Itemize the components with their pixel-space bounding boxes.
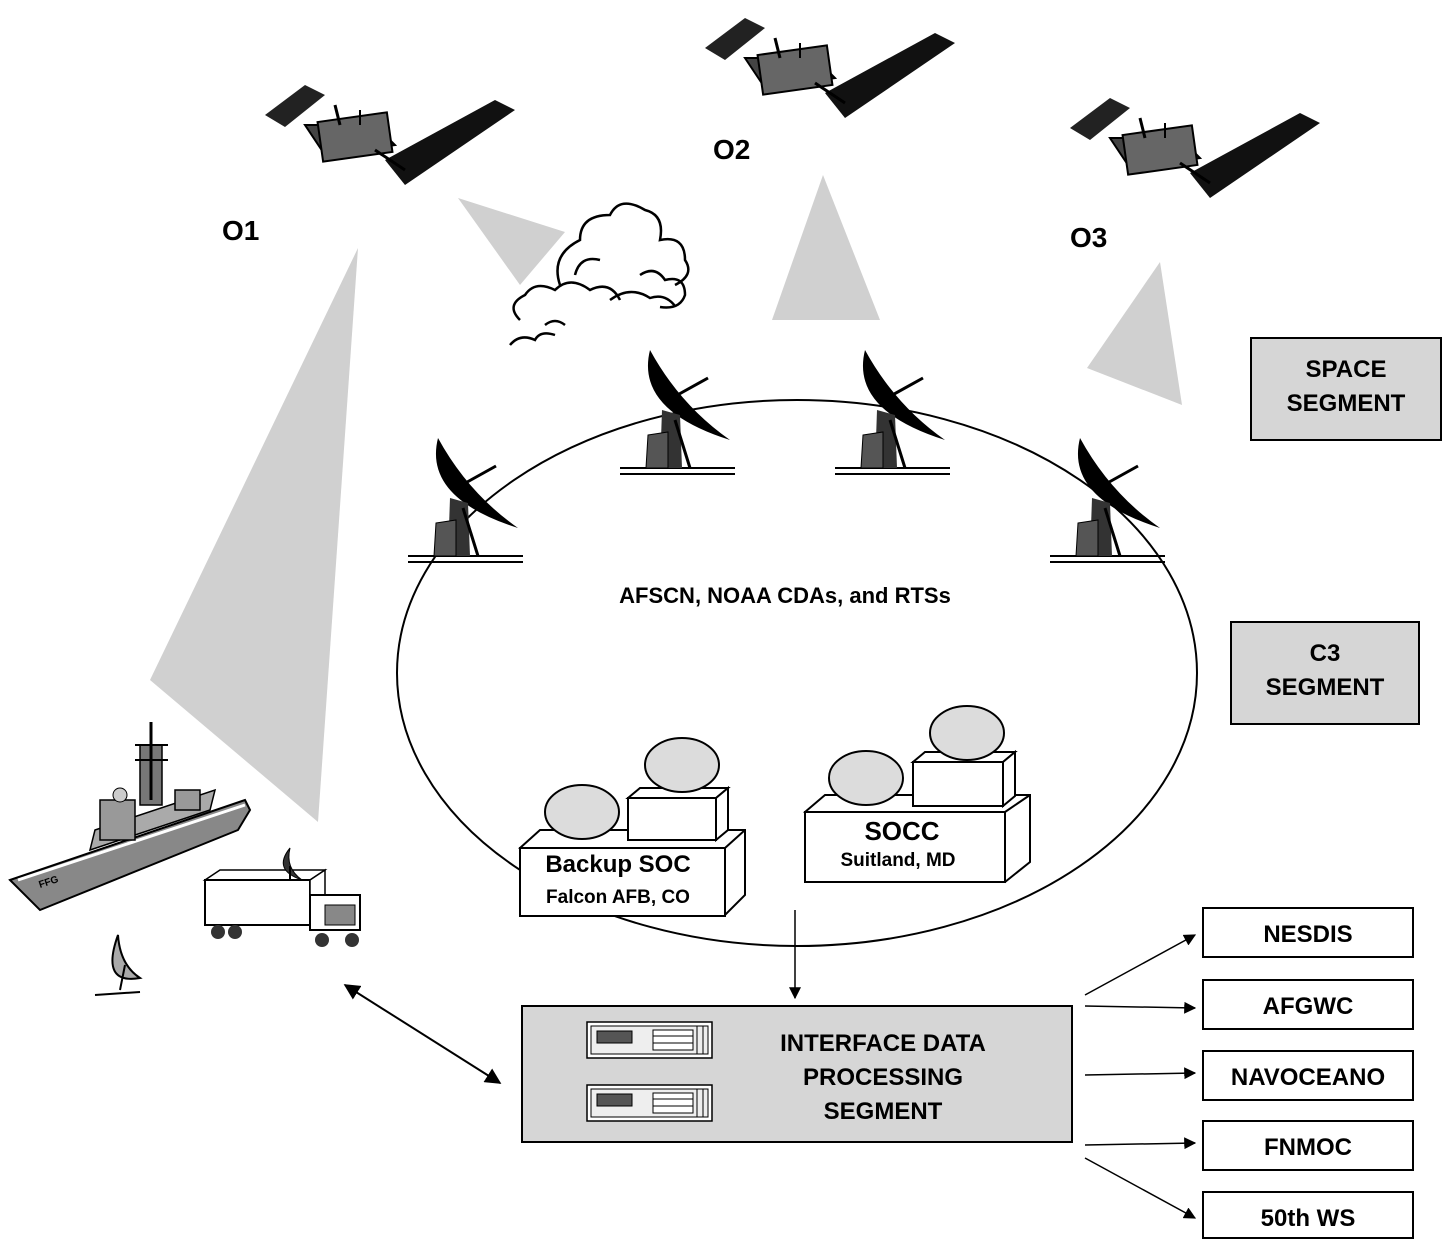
backup-soc-node bbox=[518, 737, 746, 917]
central-50th-ws: 50th WS bbox=[1202, 1191, 1414, 1239]
o1-cloud-beam bbox=[458, 198, 565, 285]
idps-line2: PROCESSING bbox=[803, 1064, 963, 1091]
to-nesdis-arrow bbox=[1084, 934, 1197, 996]
backup-soc-location: Falcon AFB, CO bbox=[546, 887, 690, 908]
space-segment-line2: SEGMENT bbox=[1287, 390, 1406, 417]
idps-line1: INTERFACE DATA bbox=[780, 1030, 986, 1057]
c3-segment-box: C3 SEGMENT bbox=[1230, 621, 1420, 725]
o3-beam bbox=[1087, 262, 1182, 405]
ground-station-dish-icon bbox=[406, 436, 525, 564]
backup-soc-title: Backup SOC bbox=[545, 851, 690, 878]
socc-location: Suitland, MD bbox=[840, 850, 955, 871]
portable-dish-icon bbox=[94, 934, 143, 996]
to-navoceano-arrow bbox=[1084, 1067, 1197, 1080]
socc-title: SOCC bbox=[864, 816, 939, 846]
ship-icon: FFG bbox=[8, 722, 252, 912]
c3-segment-line2: SEGMENT bbox=[1266, 674, 1385, 701]
server-rack-icon bbox=[586, 1084, 713, 1122]
ground-network-ellipse bbox=[396, 399, 1198, 947]
satellite-o1-icon bbox=[263, 83, 517, 187]
mobile-terminal-truck-icon bbox=[202, 847, 361, 947]
o1-ground-beam bbox=[150, 248, 358, 822]
ground-station-dish-icon bbox=[1048, 436, 1167, 564]
central-afgwc-label: AFGWC bbox=[1263, 993, 1354, 1020]
central-fnmoc: FNMOC bbox=[1202, 1120, 1414, 1171]
socc-node bbox=[803, 705, 1031, 884]
to-afgwc-arrow bbox=[1084, 1001, 1197, 1014]
satellite-o3-label: O3 bbox=[1070, 222, 1107, 253]
central-navoceano-label: NAVOCEANO bbox=[1231, 1064, 1385, 1091]
satellite-o1-label: O1 bbox=[222, 215, 259, 246]
ground-network-label: AFSCN, NOAA CDAs, and RTSs bbox=[619, 583, 951, 608]
ground-station-dish-icon bbox=[618, 348, 737, 476]
space-segment-line1: SPACE bbox=[1306, 356, 1387, 383]
cloud-icon bbox=[509, 202, 690, 346]
central-afgwc: AFGWC bbox=[1202, 979, 1414, 1030]
server-rack-icon bbox=[586, 1021, 713, 1059]
idps-box: INTERFACE DATA PROCESSING SEGMENT bbox=[521, 1005, 1073, 1143]
central-nesdis-label: NESDIS bbox=[1263, 921, 1352, 948]
to-fnmoc-arrow bbox=[1084, 1137, 1197, 1150]
central-fnmoc-label: FNMOC bbox=[1264, 1134, 1352, 1161]
field-terminals-idps-arrow bbox=[343, 984, 502, 1084]
ground-station-dish-icon bbox=[833, 348, 952, 476]
central-50th-ws-label: 50th WS bbox=[1261, 1205, 1356, 1232]
c3-segment-line1: C3 bbox=[1310, 640, 1341, 667]
space-segment-box: SPACE SEGMENT bbox=[1250, 337, 1442, 441]
idps-line3: SEGMENT bbox=[824, 1098, 943, 1125]
satellite-o2-icon bbox=[703, 16, 957, 120]
o2-beam bbox=[772, 175, 880, 320]
satellite-o2-label: O2 bbox=[713, 134, 750, 165]
central-nesdis: NESDIS bbox=[1202, 907, 1414, 958]
to-50th-ws-arrow bbox=[1084, 1157, 1197, 1219]
satellite-o3-icon bbox=[1068, 96, 1322, 200]
central-navoceano: NAVOCEANO bbox=[1202, 1050, 1414, 1101]
